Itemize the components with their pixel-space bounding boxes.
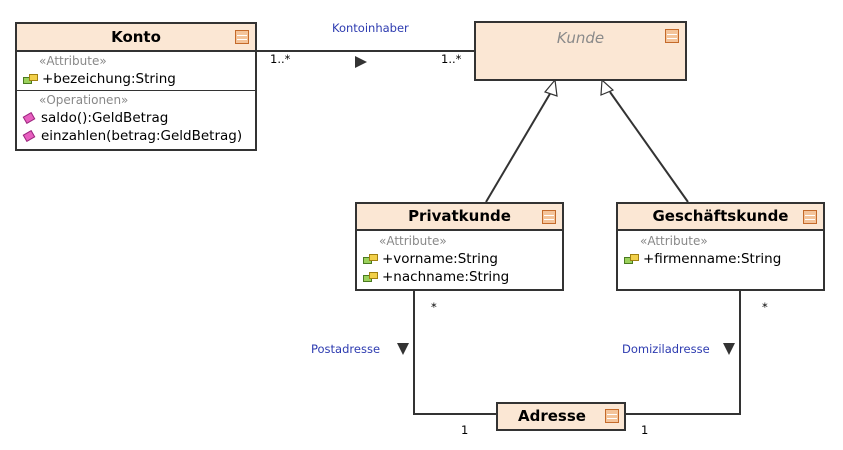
association-kontoinhaber-label: Kontoinhaber bbox=[332, 21, 409, 35]
postadresse-direction-arrow bbox=[397, 343, 409, 355]
class-privatkunde[interactable]: Privatkunde «Attribute» +vorname:String … bbox=[355, 202, 564, 291]
compartment-divider bbox=[17, 90, 255, 91]
multiplicity-konto: 1..* bbox=[270, 52, 291, 66]
domiziladresse-direction-arrow bbox=[723, 343, 735, 355]
class-konto-header: Konto bbox=[17, 24, 255, 52]
class-privatkunde-header: Privatkunde bbox=[357, 204, 562, 231]
operation-icon bbox=[22, 129, 38, 142]
attribute-row[interactable]: +nachname:String bbox=[363, 268, 562, 286]
class-kunde-header: Kunde bbox=[476, 23, 685, 79]
class-geschaeftskunde-header: Geschäftskunde bbox=[618, 204, 823, 231]
multiplicity-geschaeftskunde: * bbox=[762, 300, 768, 314]
attributes-stereotype: «Attribute» bbox=[379, 234, 447, 248]
attribute-row[interactable]: +bezeichung:String bbox=[23, 70, 255, 88]
generalization-privatkunde-line bbox=[485, 91, 552, 203]
association-direction-arrow bbox=[355, 56, 367, 68]
attribute-icon bbox=[624, 253, 640, 265]
class-adresse[interactable]: Adresse bbox=[496, 402, 626, 431]
attribute-text: +vorname:String bbox=[382, 251, 498, 267]
attributes-stereotype: «Attribute» bbox=[640, 234, 708, 248]
operation-text: einzahlen(betrag:GeldBetrag) bbox=[41, 128, 243, 144]
operation-row[interactable]: einzahlen(betrag:GeldBetrag) bbox=[22, 127, 255, 145]
association-postadresse-line bbox=[413, 290, 496, 415]
class-icon bbox=[803, 210, 817, 224]
class-geschaeftskunde-name: Geschäftskunde bbox=[652, 207, 789, 225]
attribute-text: +firmenname:String bbox=[643, 251, 782, 267]
class-privatkunde-name: Privatkunde bbox=[408, 207, 511, 225]
class-geschaeftskunde[interactable]: Geschäftskunde «Attribute» +firmenname:S… bbox=[616, 202, 825, 291]
multiplicity-kunde: 1..* bbox=[441, 52, 462, 66]
class-konto-name: Konto bbox=[111, 28, 161, 46]
operation-icon bbox=[22, 111, 38, 124]
multiplicity-adresse-post: 1 bbox=[461, 423, 469, 437]
multiplicity-privatkunde: * bbox=[431, 300, 437, 314]
class-icon bbox=[235, 30, 249, 44]
operation-row[interactable]: saldo():GeldBetrag bbox=[22, 109, 255, 127]
generalization-geschaeftskunde-arrowhead bbox=[600, 78, 615, 96]
association-domiziladresse-label: Domiziladresse bbox=[622, 342, 710, 356]
class-kunde-name: Kunde bbox=[556, 29, 605, 47]
attribute-text: +nachname:String bbox=[382, 269, 510, 285]
generalization-geschaeftskunde-line bbox=[609, 91, 689, 203]
class-adresse-name: Adresse bbox=[518, 407, 586, 425]
attribute-icon bbox=[23, 73, 39, 85]
operations-stereotype: «Operationen» bbox=[39, 93, 129, 107]
attribute-icon bbox=[363, 253, 379, 265]
attribute-row[interactable]: +firmenname:String bbox=[624, 250, 823, 268]
class-kunde[interactable]: Kunde bbox=[474, 21, 687, 81]
association-domiziladresse-line bbox=[626, 290, 741, 415]
class-konto[interactable]: Konto «Attribute» +bezeichung:String «Op… bbox=[15, 22, 257, 151]
attribute-icon bbox=[363, 271, 379, 283]
operation-text: saldo():GeldBetrag bbox=[41, 110, 169, 126]
attributes-stereotype: «Attribute» bbox=[39, 54, 107, 68]
class-adresse-header: Adresse bbox=[498, 404, 624, 429]
attribute-text: +bezeichung:String bbox=[42, 71, 176, 87]
class-icon bbox=[542, 210, 556, 224]
class-icon bbox=[665, 29, 679, 43]
multiplicity-adresse-domizil: 1 bbox=[641, 423, 649, 437]
class-icon bbox=[605, 409, 619, 423]
attribute-row[interactable]: +vorname:String bbox=[363, 250, 562, 268]
generalization-privatkunde-arrowhead bbox=[543, 78, 558, 97]
association-postadresse-label: Postadresse bbox=[311, 342, 381, 356]
